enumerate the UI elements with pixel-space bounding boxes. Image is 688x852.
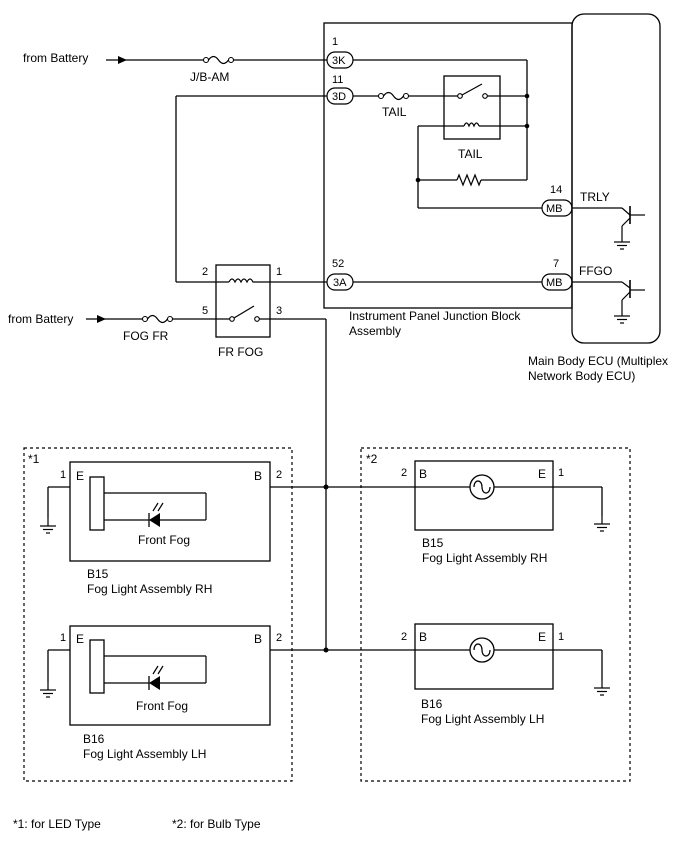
ecu-mb7-code: MB: [546, 277, 563, 289]
led-b15-diode-icon: [104, 492, 207, 527]
fr-fog-pin-5: 5: [202, 305, 208, 317]
tail-fuse-label: TAIL: [382, 105, 407, 119]
battery-arrow-top-icon: [106, 56, 127, 64]
tail-relay-coil-icon: [463, 122, 480, 128]
bulb-b15-box: [414, 460, 554, 531]
led-b15-term-e: E: [76, 469, 84, 483]
led-type-group: [23, 447, 293, 782]
led-b15-pin-b: 2: [276, 469, 282, 481]
bulb-b16-pin-e: 1: [558, 631, 564, 643]
led-b16-code: B16: [83, 732, 105, 746]
tail-relay-box: [443, 75, 501, 140]
connector-3d-pin: 11: [332, 74, 343, 86]
fr-fog-relay-switch-icon: [229, 305, 260, 322]
resistor-icon: [456, 173, 482, 187]
led-b16-inner-label: Front Fog: [136, 699, 188, 713]
bulb-b16-pin-b: 2: [401, 631, 407, 643]
jb-am-fuse-icon: [202, 55, 235, 65]
battery-arrow-bottom-icon: [86, 315, 106, 323]
bulb-b15-pin-e: 1: [558, 467, 564, 479]
led-b16-term-e: E: [76, 632, 84, 646]
bulb-group-marker: *2: [366, 452, 378, 466]
led-b16-diode-icon: [104, 655, 207, 690]
fr-fog-relay-coil-icon: [228, 278, 258, 284]
led-group-marker: *1: [28, 452, 40, 466]
bulb-b15-name: Fog Light Assembly RH: [422, 551, 547, 565]
led-b15-code: B15: [87, 567, 109, 581]
ecu-name-line1: Main Body ECU (Multiplex: [528, 354, 668, 368]
tail-relay-switch-icon: [457, 83, 488, 99]
bulb-b15-term-b: B: [419, 467, 427, 481]
battery-source-label-bottom: from Battery: [8, 312, 73, 326]
bulb-type-group: [360, 447, 631, 782]
bulb-b16-box: [414, 623, 554, 690]
note-led-type: *1: for LED Type: [13, 817, 101, 831]
bulb-b16-code: B16: [421, 697, 443, 711]
led-b15-term-b: B: [254, 469, 262, 483]
led-b16-pin-e: 1: [60, 632, 66, 644]
ecu-mb7-pin: 7: [553, 258, 559, 270]
fr-fog-pin-3: 3: [276, 305, 282, 317]
bulb-b16-lamp-icon: [469, 637, 495, 663]
bulb-b16-term-e: E: [538, 630, 546, 644]
ecu-mb14-code: MB: [546, 203, 563, 215]
bulb-b15-code: B15: [422, 536, 444, 550]
tail-fuse-icon: [377, 91, 410, 101]
bulb-b16-term-b: B: [419, 630, 427, 644]
led-b16-pin-b: 2: [276, 632, 282, 644]
led-b16-name: Fog Light Assembly LH: [83, 747, 206, 761]
ecu-trly-label: TRLY: [580, 190, 610, 204]
led-b15-box: [69, 461, 271, 562]
bulb-b16-name: Fog Light Assembly LH: [421, 712, 544, 726]
led-b15-module: [89, 476, 105, 531]
note-bulb-type: *2: for Bulb Type: [172, 817, 261, 831]
led-b15-inner-label: Front Fog: [138, 533, 190, 547]
main-body-ecu-box: [571, 13, 661, 344]
led-b16-box: [69, 625, 271, 726]
fog-fr-fuse-label: FOG FR: [123, 329, 169, 343]
bulb-b15-lamp-icon: [469, 474, 495, 500]
ecu-ffgo-label: FFGO: [579, 264, 612, 278]
tail-relay-label: TAIL: [458, 147, 483, 161]
connector-3d-code: 3D: [332, 91, 346, 103]
connector-3k-pin: 1: [332, 36, 338, 48]
connector-3k-code: 3K: [332, 55, 346, 67]
led-b15-pin-e: 1: [60, 469, 66, 481]
led-b16-module: [89, 639, 105, 694]
jb-am-fuse-label: J/B-AM: [190, 70, 229, 84]
fr-fog-pin-2: 2: [202, 266, 208, 278]
bulb-b15-term-e: E: [538, 467, 546, 481]
trly-transistor-icon: [572, 206, 645, 250]
fr-fog-relay-label: FR FOG: [218, 345, 263, 359]
junction-block-name-line2: Assembly: [349, 324, 401, 338]
junction-block-box: [323, 22, 573, 309]
led-b15-name: Fog Light Assembly RH: [87, 582, 212, 596]
ecu-name-line2: Network Body ECU): [528, 369, 635, 383]
connector-3a-pin: 52: [332, 258, 344, 270]
led-b16-term-b: B: [254, 632, 262, 646]
ffgo-transistor-icon: [572, 280, 645, 324]
fog-fr-fuse-icon: [141, 314, 174, 324]
bulb-b15-pin-b: 2: [401, 467, 407, 479]
battery-source-label-top: from Battery: [23, 51, 88, 65]
fr-fog-pin-1: 1: [276, 266, 282, 278]
junction-block-name-line1: Instrument Panel Junction Block: [349, 309, 521, 323]
ecu-mb14-pin: 14: [550, 184, 562, 196]
fr-fog-relay-box: [215, 264, 271, 338]
connector-3a-code: 3A: [333, 277, 347, 289]
